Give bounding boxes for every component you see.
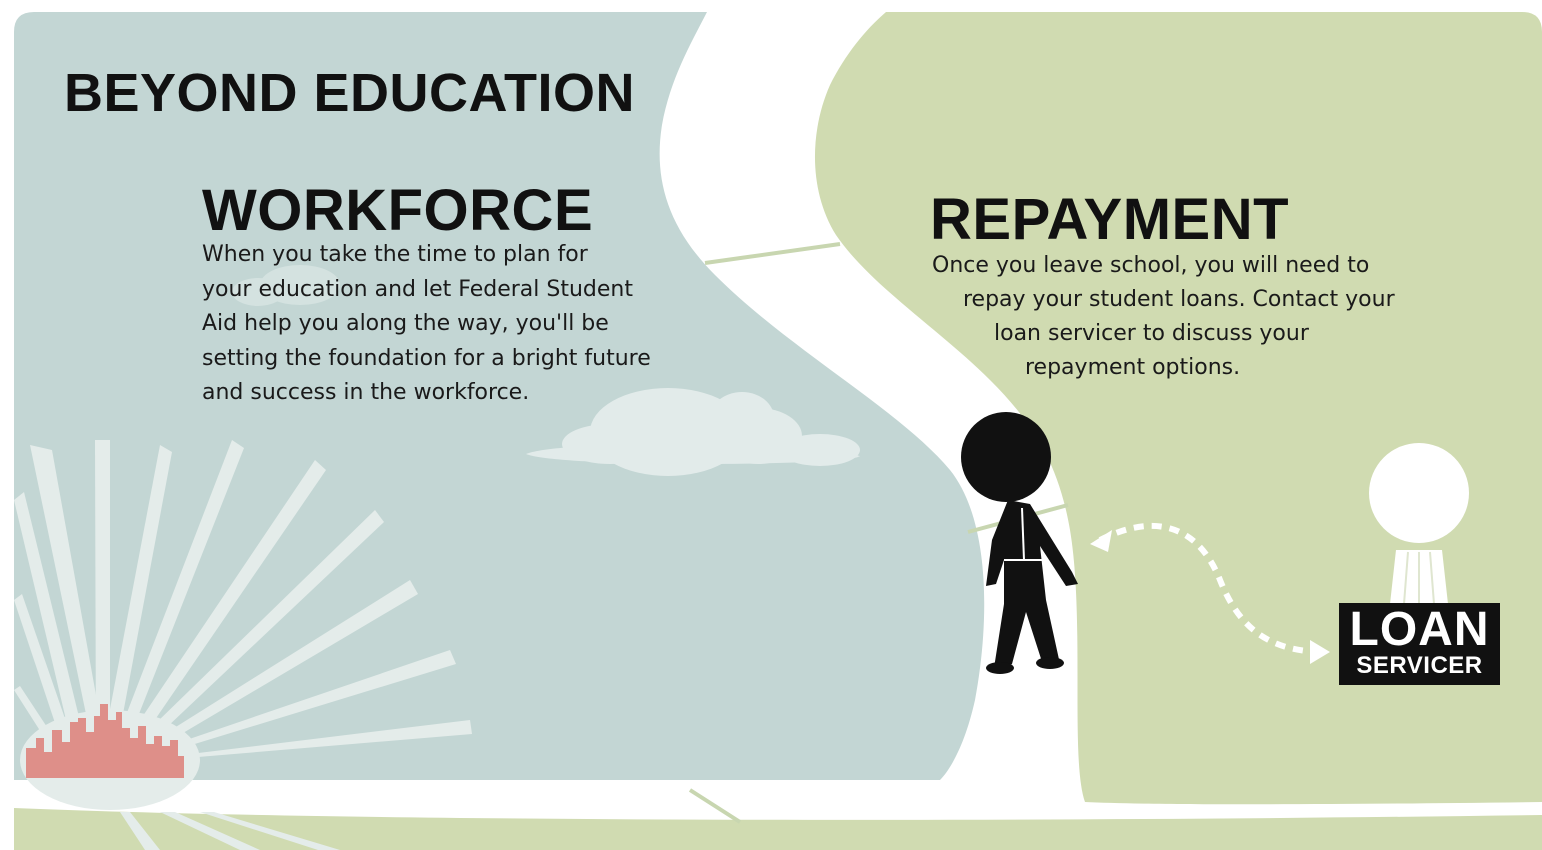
student-figure-icon xyxy=(961,412,1078,674)
workforce-line: your education and let Federal Student xyxy=(202,276,633,302)
repayment-line: repay your student loans. Contact your xyxy=(963,287,1395,312)
bottom-meadow-strip xyxy=(14,808,1542,850)
city-skyline-icon xyxy=(26,704,184,778)
dotted-arrow-icon xyxy=(1090,522,1330,664)
workforce-line: When you take the time to plan for xyxy=(202,242,588,267)
loan-servicer-label: LOAN SERVICER xyxy=(1339,603,1500,685)
workforce-line: setting the foundation for a bright futu… xyxy=(202,345,651,371)
small-cloud-icon xyxy=(232,265,340,306)
left-sky-area xyxy=(14,12,985,780)
workforce-line: Aid help you along the way, you'll be xyxy=(202,311,609,336)
repayment-line: repayment options. xyxy=(1025,355,1241,380)
workforce-line: and success in the workforce. xyxy=(202,380,530,405)
workforce-paragraph: When you take the time to plan for your … xyxy=(202,238,651,411)
repayment-heading: REPAYMENT xyxy=(930,187,1290,252)
page-title: BEYOND EDUCATION xyxy=(64,63,636,123)
cloud-icon xyxy=(526,388,860,476)
loan-servicer-line1: LOAN xyxy=(1349,603,1490,656)
repayment-line: Once you leave school, you will need to xyxy=(932,253,1370,278)
loan-servicer-figure-icon xyxy=(1369,443,1469,605)
student-outline xyxy=(1004,507,1046,561)
loan-servicer-line2: SERVICER xyxy=(1356,652,1483,679)
sun-rays-bottom xyxy=(120,812,340,850)
repayment-line: loan servicer to discuss your xyxy=(994,321,1309,346)
workforce-heading: WORKFORCE xyxy=(202,178,594,243)
